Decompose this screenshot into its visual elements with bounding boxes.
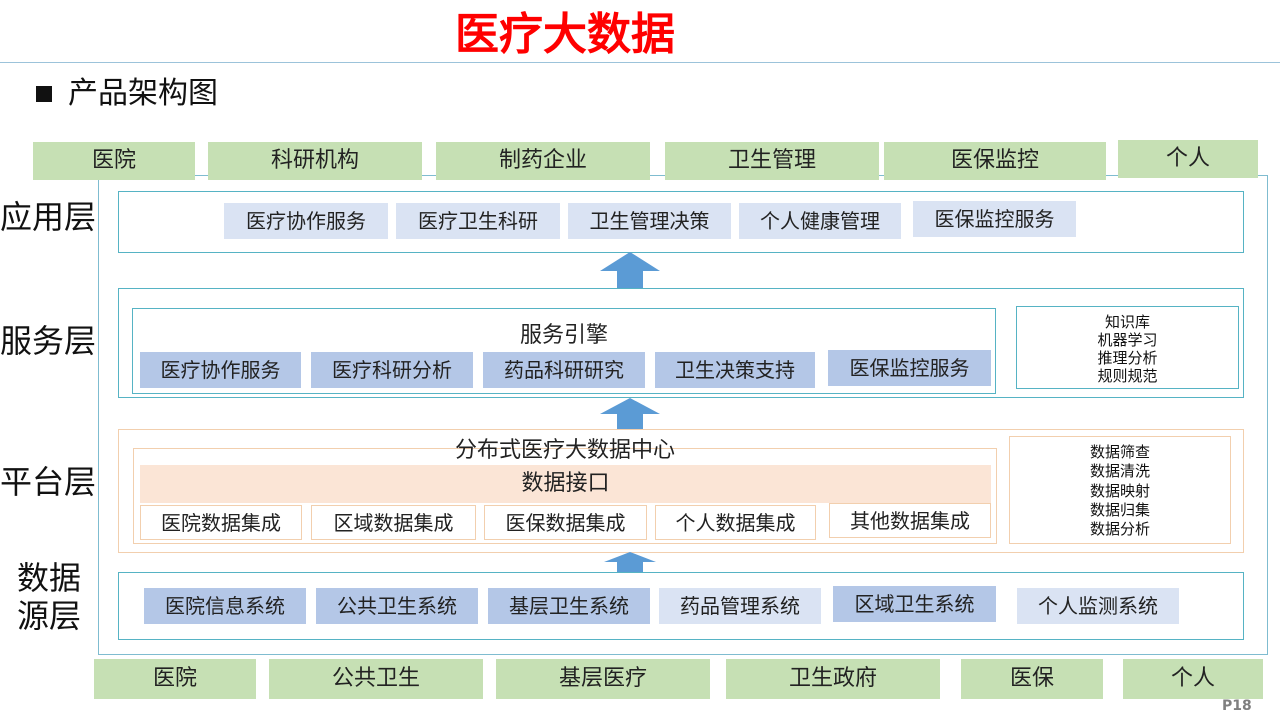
service-item: 卫生决策支持: [655, 352, 815, 388]
platform-item: 医院数据集成: [140, 505, 302, 540]
square-bullet-icon: [36, 86, 52, 102]
platform-item: 医保数据集成: [484, 505, 647, 540]
bottom-source-government: 卫生政府: [726, 659, 940, 699]
data-center-title: 分布式医疗大数据中心: [454, 438, 675, 463]
service-side-item: 机器学习: [1097, 331, 1158, 349]
top-user-pharma: 制药企业: [436, 142, 650, 180]
top-user-individual: 个人: [1118, 140, 1258, 178]
app-item: 卫生管理决策: [568, 203, 731, 239]
platform-side-item: 数据清洗: [1089, 462, 1150, 480]
service-item: 医保监控服务: [828, 350, 991, 386]
bottom-source-hospital: 医院: [94, 659, 256, 699]
service-side-box: [1016, 306, 1239, 389]
platform-side-box: [1009, 436, 1231, 544]
app-item: 医保监控服务: [913, 201, 1076, 237]
section-heading-text: 产品架构图: [68, 76, 218, 111]
top-user-insurance: 医保监控: [884, 142, 1106, 180]
source-item: 公共卫生系统: [316, 588, 478, 624]
layer-label-app: 应用层: [0, 198, 97, 236]
up-arrow-icon: [600, 252, 660, 290]
source-item: 药品管理系统: [659, 588, 821, 624]
app-item: 医疗协作服务: [224, 203, 388, 239]
bottom-source-individual: 个人: [1123, 659, 1263, 699]
service-side-item: 规则规范: [1097, 367, 1158, 385]
platform-item: 区域数据集成: [311, 505, 476, 540]
platform-side-item: 数据归集: [1089, 501, 1150, 519]
page-title: 医疗大数据: [455, 9, 675, 60]
layer-label-source-line2: 源层: [17, 597, 82, 635]
top-user-health-mgmt: 卫生管理: [665, 142, 879, 180]
title-divider: [0, 62, 1280, 63]
bottom-source-primary-care: 基层医疗: [496, 659, 710, 699]
platform-item: 其他数据集成: [829, 503, 991, 538]
platform-item: 个人数据集成: [655, 505, 816, 540]
top-user-research: 科研机构: [208, 142, 422, 180]
service-side-item: 知识库: [1104, 313, 1150, 331]
bottom-source-public-health: 公共卫生: [269, 659, 483, 699]
up-arrow-icon: [604, 552, 656, 572]
service-item: 医疗科研分析: [311, 352, 473, 388]
top-user-hospital: 医院: [33, 142, 195, 180]
source-item: 个人监测系统: [1017, 588, 1179, 624]
service-side-item: 推理分析: [1097, 349, 1158, 367]
service-item: 药品科研研究: [483, 352, 645, 388]
layer-label-service: 服务层: [0, 322, 97, 360]
app-item: 个人健康管理: [739, 203, 901, 239]
platform-side-item: 数据筛查: [1089, 443, 1150, 461]
source-item: 区域卫生系统: [833, 586, 996, 622]
layer-label-platform: 平台层: [0, 463, 97, 501]
up-arrow-icon: [600, 398, 660, 430]
source-item: 医院信息系统: [144, 588, 306, 624]
layer-label-source-line1: 数据: [17, 559, 82, 597]
platform-side-item: 数据映射: [1089, 482, 1150, 500]
platform-side-item: 数据分析: [1089, 520, 1150, 538]
section-heading: 产品架构图: [36, 74, 218, 114]
service-item: 医疗协作服务: [140, 352, 301, 388]
data-interface-bar: 数据接口: [140, 465, 991, 503]
service-engine-title: 服务引擎: [519, 323, 608, 348]
page-number: P18: [1222, 698, 1252, 714]
bottom-source-insurance: 医保: [961, 659, 1103, 699]
app-item: 医疗卫生科研: [396, 203, 560, 239]
source-item: 基层卫生系统: [488, 588, 650, 624]
